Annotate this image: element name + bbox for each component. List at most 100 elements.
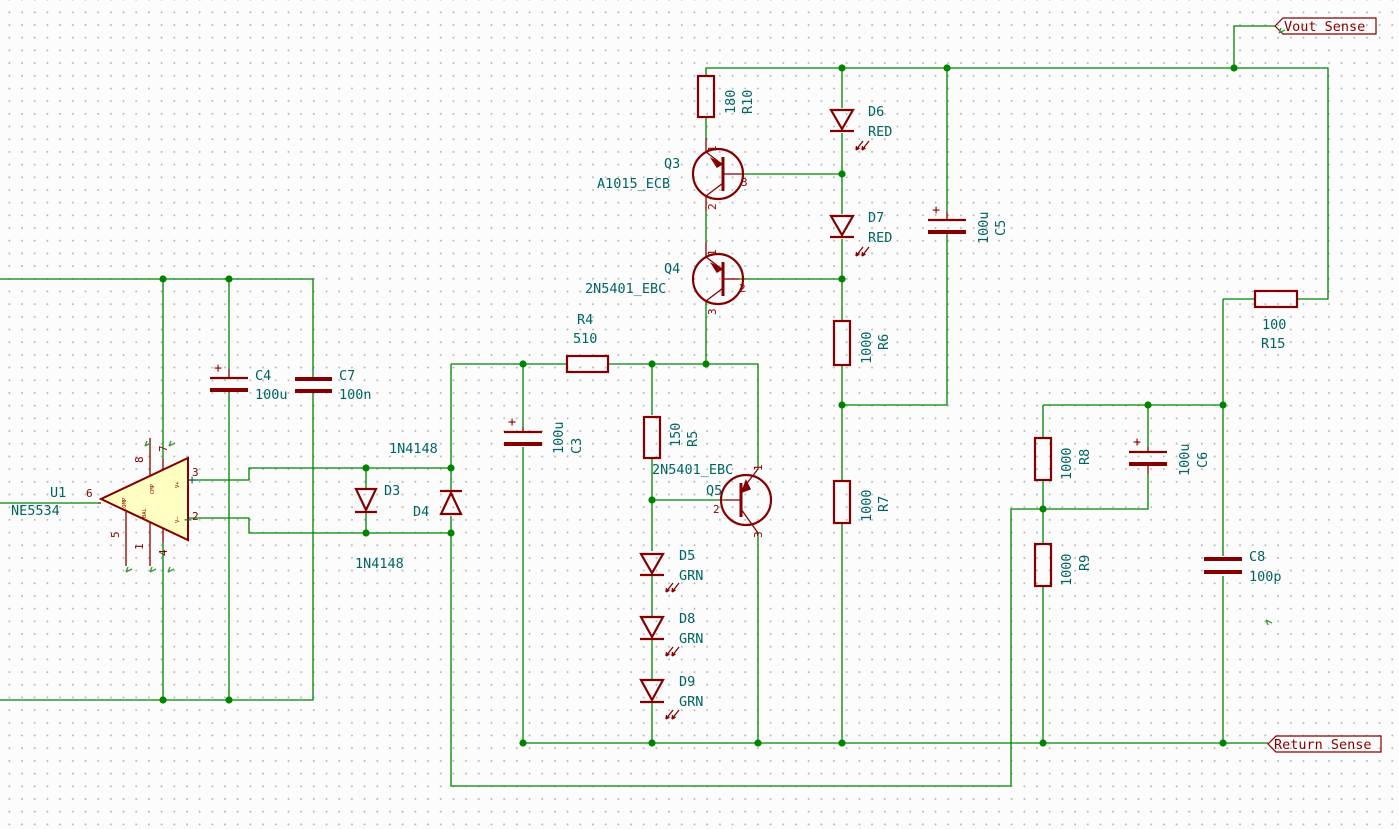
led-d5[interactable]: D5 GRN bbox=[639, 548, 703, 593]
q3-ref: Q3 bbox=[664, 156, 680, 172]
q4-value: 2N5401_EBC bbox=[585, 281, 666, 297]
u1-pin6: 6 bbox=[86, 487, 93, 500]
capacitor-c6[interactable]: + 100u C6 bbox=[1129, 434, 1211, 476]
r8-ref: R8 bbox=[1077, 449, 1093, 465]
wires bbox=[0, 25, 1329, 787]
c6-value: 100u bbox=[1177, 443, 1193, 476]
u1-pin1: 1 bbox=[133, 543, 146, 550]
led-d6[interactable]: D6 RED bbox=[829, 104, 892, 151]
capacitor-c8[interactable]: C8 100p bbox=[1204, 549, 1282, 626]
u1-ref: U1 bbox=[50, 485, 66, 501]
resistor-r15[interactable]: 100 R15 bbox=[1253, 289, 1299, 352]
d6-ref: D6 bbox=[868, 104, 884, 120]
q5-value: 2N5401_EBC bbox=[652, 462, 733, 478]
q4-ref: Q4 bbox=[664, 261, 680, 277]
d9-ref: D9 bbox=[679, 674, 695, 690]
vout-sense-text: Vout_Sense bbox=[1284, 19, 1365, 35]
q3-pin2: 2 bbox=[706, 203, 719, 210]
q5-pin3: 3 bbox=[752, 531, 765, 538]
c8-ref: C8 bbox=[1249, 549, 1265, 565]
capacitor-c7[interactable]: C7 100n bbox=[295, 368, 372, 403]
q5-ref: Q5 bbox=[706, 483, 722, 499]
q5-pin1: 1 bbox=[752, 464, 765, 471]
r10-value: 180 bbox=[723, 90, 739, 114]
resistor-r8[interactable]: 1000 R8 bbox=[1033, 436, 1093, 482]
diode-d4[interactable]: D4 1N4148 bbox=[389, 441, 463, 520]
r9-value: 1000 bbox=[1059, 553, 1075, 586]
u1-value: NE5534 bbox=[11, 503, 60, 519]
r7-value: 1000 bbox=[859, 489, 875, 522]
d4-value: 1N4148 bbox=[389, 441, 438, 457]
c8-value: 100p bbox=[1249, 569, 1282, 585]
d7-value: RED bbox=[868, 230, 892, 246]
r5-ref: R5 bbox=[685, 431, 701, 447]
c4-ref: C4 bbox=[255, 368, 271, 384]
r7-ref: R7 bbox=[876, 496, 892, 512]
u1-vplus-label: V+ bbox=[175, 481, 181, 488]
u1-pin7: 7 bbox=[157, 445, 170, 452]
led-d7[interactable]: D7 RED bbox=[829, 210, 892, 257]
c3-ref: C3 bbox=[569, 438, 585, 454]
d8-ref: D8 bbox=[679, 611, 695, 627]
u1-cmp-label: CMP bbox=[150, 483, 156, 494]
c5-ref: C5 bbox=[993, 220, 1009, 236]
resistor-r9[interactable]: 1000 R9 bbox=[1033, 542, 1093, 588]
resistor-r6[interactable]: 1000 R6 bbox=[832, 319, 892, 367]
u1-in-plus-sign: + bbox=[188, 472, 196, 488]
c7-ref: C7 bbox=[339, 368, 355, 384]
u1-pin4: 4 bbox=[157, 549, 170, 556]
label-return-sense[interactable]: Return_Sense bbox=[1267, 735, 1382, 753]
c3-plus-mark: + bbox=[508, 414, 516, 430]
u1-pin8: 8 bbox=[133, 456, 146, 463]
capacitor-c4[interactable]: + C4 100u bbox=[210, 360, 288, 403]
transistor-q4[interactable]: 1 2 3 Q4 2N5401_EBC bbox=[585, 242, 746, 315]
u1-pin3: 3 bbox=[192, 466, 199, 479]
transistor-q3[interactable]: 1 3 2 Q3 A1015_ECB bbox=[597, 138, 748, 211]
transistor-q5[interactable]: 1 2 3 Q5 2N5401_EBC bbox=[652, 462, 773, 538]
r8-value: 1000 bbox=[1059, 447, 1075, 480]
c5-value: 100u bbox=[976, 211, 992, 244]
capacitor-c3[interactable]: + C3 100u bbox=[504, 414, 585, 454]
q3-pin1: 1 bbox=[706, 145, 719, 152]
c7-value: 100n bbox=[339, 387, 372, 403]
u1-comp-label: COMP bbox=[122, 497, 128, 511]
c4-plus-mark: + bbox=[214, 360, 222, 376]
r6-value: 1000 bbox=[859, 331, 875, 364]
opamp-u1[interactable]: + − 3 2 6 7 8 5 1 4 V+ V− CMP COMP BAL U… bbox=[11, 438, 199, 573]
d5-value: GRN bbox=[679, 568, 703, 584]
q3-pin3: 3 bbox=[741, 176, 748, 189]
d4-ref: D4 bbox=[413, 504, 429, 520]
c5-plus-mark: + bbox=[932, 202, 940, 218]
resistor-r4[interactable]: R4 510 bbox=[565, 312, 610, 374]
resistor-r5[interactable]: R5 150 bbox=[642, 415, 701, 460]
c6-ref: C6 bbox=[1195, 452, 1211, 468]
capacitor-c5[interactable]: + 100u C5 bbox=[928, 202, 1009, 244]
r15-ref: R15 bbox=[1261, 336, 1285, 352]
junctions bbox=[159, 64, 1238, 747]
c6-plus-mark: + bbox=[1133, 434, 1141, 450]
u1-bal-label: BAL bbox=[142, 507, 148, 518]
r4-ref: R4 bbox=[577, 312, 593, 328]
q5-pin2: 2 bbox=[713, 503, 720, 516]
q3-value: A1015_ECB bbox=[597, 176, 670, 192]
c3-value: 100u bbox=[551, 421, 567, 454]
led-d8[interactable]: D8 GRN bbox=[639, 611, 703, 657]
r15-value: 100 bbox=[1262, 317, 1286, 333]
u1-in-minus-sign: − bbox=[184, 512, 192, 528]
d7-ref: D7 bbox=[868, 210, 884, 226]
resistor-r7[interactable]: 1000 R7 bbox=[832, 479, 892, 525]
r4-value: 510 bbox=[573, 331, 597, 347]
q4-pin2: 2 bbox=[739, 282, 746, 295]
q4-pin3: 3 bbox=[706, 308, 719, 315]
label-vout-sense[interactable]: Vout_Sense bbox=[1274, 17, 1377, 35]
r5-value: 150 bbox=[668, 423, 684, 447]
wire-left-rail bbox=[0, 278, 314, 379]
d9-value: GRN bbox=[679, 694, 703, 710]
led-d9[interactable]: D9 GRN bbox=[639, 674, 703, 720]
d6-value: RED bbox=[868, 124, 892, 140]
r10-ref: R10 bbox=[740, 90, 756, 114]
diode-d3[interactable]: D3 1N4148 bbox=[354, 483, 404, 572]
resistor-r10[interactable]: 180 R10 bbox=[696, 74, 756, 119]
u1-vminus-label: V− bbox=[175, 516, 181, 523]
